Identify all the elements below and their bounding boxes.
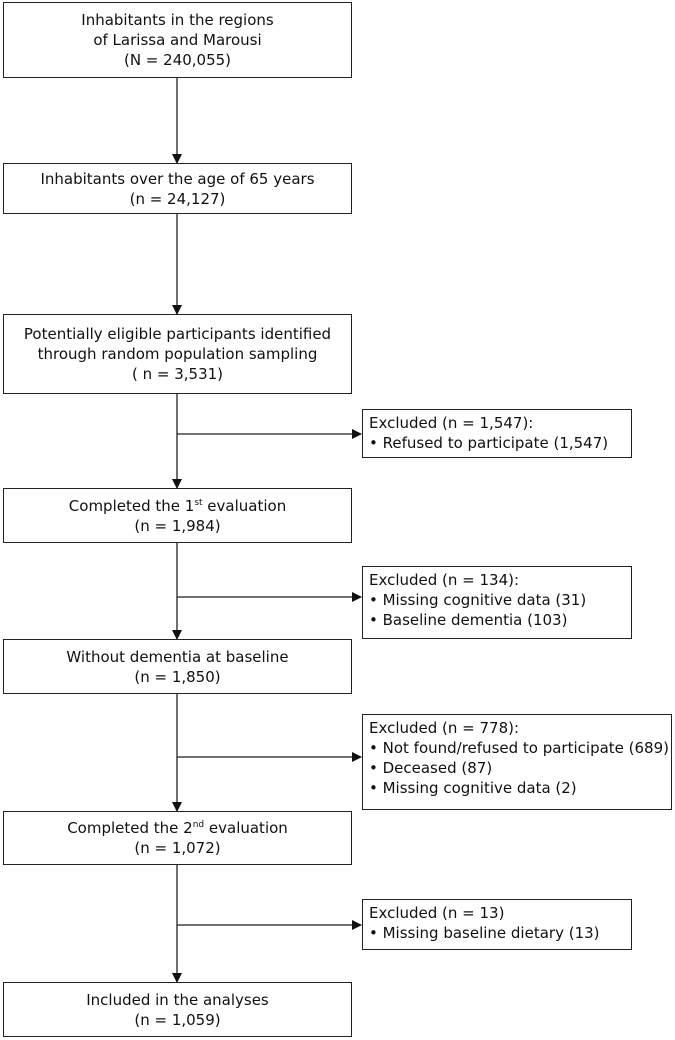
step-inhabitants-regions: Inhabitants in the regions of Larissa an…	[3, 2, 352, 78]
ex1-item-1: • Refused to participate (1,547)	[369, 434, 609, 452]
ex3-item-2: • Deceased (87)	[369, 759, 493, 777]
step6-post: evaluation	[204, 819, 288, 837]
exclusion-box-1: Excluded (n = 1,547): • Refused to parti…	[362, 409, 632, 458]
step4-post: evaluation	[202, 496, 287, 515]
step-completed-second-evaluation: Completed the 2nd evaluation (n = 1,072)	[3, 811, 352, 865]
ex1-header: Excluded (n = 1,547):	[369, 414, 534, 432]
step3-line2: through random population sampling	[37, 345, 318, 363]
step4-sup: st	[194, 497, 203, 508]
ex3-header: Excluded (n = 778):	[369, 719, 520, 737]
step7-line2: (n = 1,059)	[134, 1010, 221, 1029]
step7-line1: Included in the analyses	[86, 990, 269, 1009]
step-completed-first-evaluation: Completed the 1st evaluation (n = 1,984)	[3, 488, 352, 543]
step3-line3: ( n = 3,531)	[131, 365, 224, 383]
ex4-item-1: • Missing baseline dietary (13)	[369, 924, 600, 942]
step-inhabitants-over-65: Inhabitants over the age of 65 years (n …	[3, 163, 352, 214]
exclusion-box-4: Excluded (n = 13) • Missing baseline die…	[362, 899, 632, 950]
step5-line1: Without dementia at baseline	[66, 647, 289, 666]
step1-line2: of Larissa and Marousi	[93, 31, 262, 49]
ex2-item-1: • Missing cognitive data (31)	[369, 591, 587, 609]
step-potentially-eligible: Potentially eligible participants identi…	[3, 314, 352, 394]
step4-pre: Completed the 1	[68, 496, 195, 515]
ex2-item-2: • Baseline dementia (103)	[369, 611, 568, 629]
ex3-item-1: • Not found/refused to participate (689)	[369, 739, 669, 757]
ex4-header: Excluded (n = 13)	[369, 904, 505, 922]
step-without-dementia: Without dementia at baseline (n = 1,850)	[3, 639, 352, 694]
step3-line1: Potentially eligible participants identi…	[23, 325, 332, 343]
step5-line2: (n = 1,850)	[134, 667, 221, 686]
step1-line1: Inhabitants in the regions	[81, 11, 274, 29]
step6-count: (n = 1,072)	[134, 839, 221, 857]
ex2-header: Excluded (n = 134):	[369, 571, 520, 589]
step2-line1: Inhabitants over the age of 65 years	[40, 169, 315, 188]
step4-title: Completed the 1st evaluation	[4, 496, 351, 516]
step1-line3: (N = 240,055)	[123, 51, 232, 69]
step2-line2: (n = 24,127)	[129, 189, 226, 208]
exclusion-box-2: Excluded (n = 134): • Missing cognitive …	[362, 566, 632, 639]
step4-count: (n = 1,984)	[134, 516, 221, 535]
step6-pre: Completed the 2	[67, 819, 193, 837]
step-included-in-analyses: Included in the analyses (n = 1,059)	[3, 982, 352, 1037]
step6-title: Completed the 2nd evaluation	[4, 818, 351, 838]
exclusion-box-3: Excluded (n = 778): • Not found/refused …	[362, 714, 672, 810]
step6-sup: nd	[192, 820, 205, 830]
ex3-item-3: • Missing cognitive data (2)	[369, 779, 577, 797]
